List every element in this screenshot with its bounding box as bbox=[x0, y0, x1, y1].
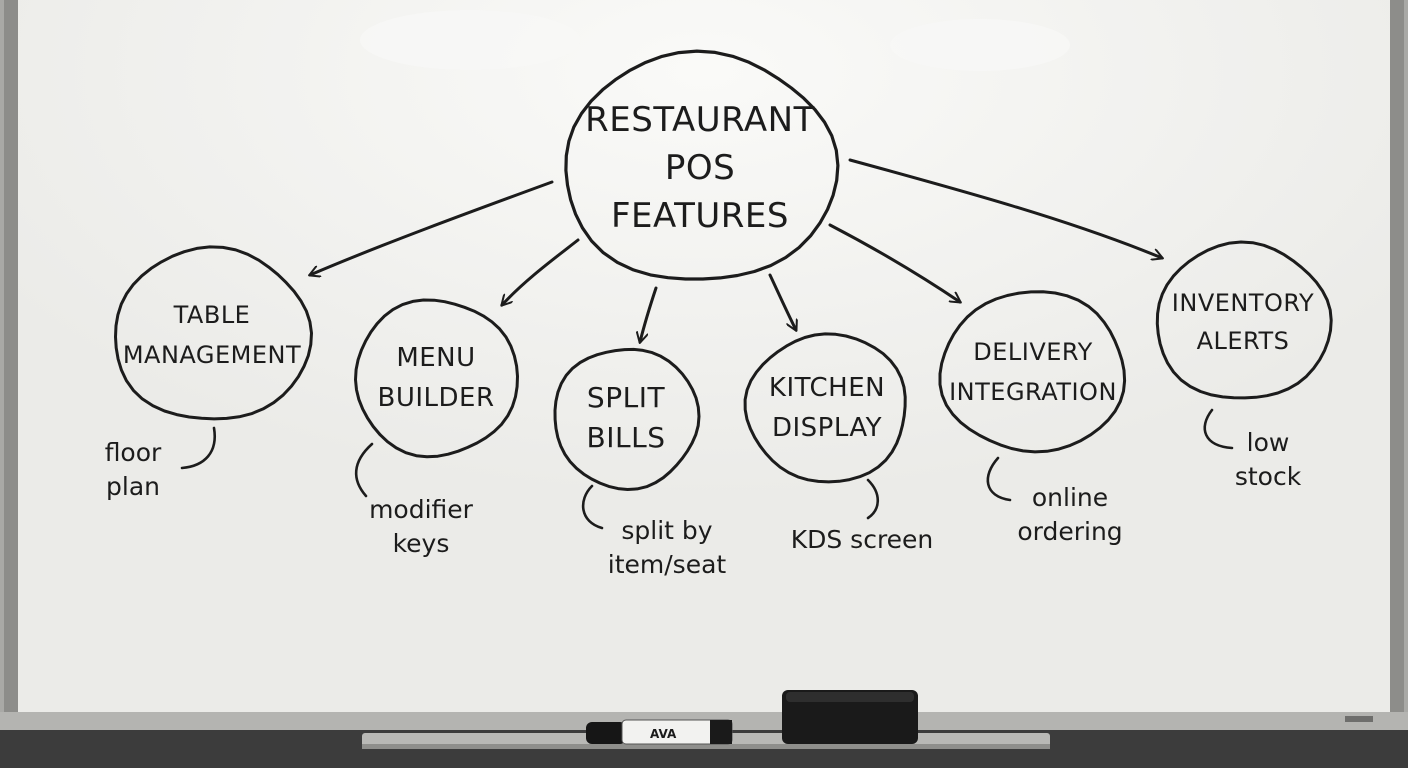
restaurant-pos-features-title: RESTAURANT POS FEATURES bbox=[585, 96, 815, 240]
arrow-to-menu-builder bbox=[502, 238, 580, 305]
split-bills-note-line: split by bbox=[621, 516, 713, 545]
kitchen-display-note-line: KDS screen bbox=[790, 525, 934, 554]
delivery-integration-note: online ordering bbox=[1017, 481, 1122, 549]
inventory-alerts-circle bbox=[1155, 240, 1333, 400]
table-management-note: floor plan bbox=[105, 436, 162, 504]
split-bills-title-line: SPLIT bbox=[586, 381, 666, 414]
table-management-note-line: floor bbox=[104, 438, 162, 467]
arrow-to-delivery-integration bbox=[828, 223, 960, 302]
delivery-integration-title-line: INTEGRATION bbox=[949, 378, 1117, 406]
brand-label bbox=[1345, 716, 1373, 722]
split-bills-title: SPLIT BILLS bbox=[587, 378, 666, 458]
menu-builder-title-line: MENU bbox=[396, 343, 476, 373]
arrow-to-kitchen-display bbox=[768, 273, 796, 330]
split-bills-note-line: item/seat bbox=[607, 550, 727, 579]
delivery-integration-circle bbox=[938, 290, 1127, 454]
inventory-alerts-note-line: low bbox=[1246, 428, 1290, 457]
table-management-title-line: TABLE bbox=[173, 301, 251, 329]
inventory-alerts-note-line: stock bbox=[1234, 462, 1302, 491]
arrow-to-table-management bbox=[310, 180, 554, 275]
table-management-note-connector bbox=[180, 426, 217, 470]
restaurant-pos-features-title-line: FEATURES bbox=[610, 196, 790, 236]
marker-label: AVA bbox=[650, 727, 677, 741]
menu-builder-title-line: BUILDER bbox=[377, 383, 495, 413]
menu-builder-circle bbox=[354, 298, 519, 459]
split-bills-title-line: BILLS bbox=[586, 421, 666, 454]
delivery-integration-title-line: DELIVERY bbox=[973, 338, 1093, 366]
kitchen-display-note-connector bbox=[866, 478, 880, 520]
central-node-circle bbox=[564, 49, 840, 281]
menu-builder-note-line: keys bbox=[392, 529, 450, 558]
kitchen-display-title-line: KITCHEN bbox=[768, 373, 886, 403]
table-management-title: TABLE MANAGEMENT bbox=[123, 295, 301, 375]
inventory-alerts-title: INVENTORY ALERTS bbox=[1172, 284, 1314, 360]
delivery-integration-note-line: ordering bbox=[1017, 517, 1123, 546]
arrow-to-split-bills bbox=[640, 286, 658, 342]
inventory-alerts-title-line: ALERTS bbox=[1196, 327, 1290, 355]
inventory-alerts-note: low stock bbox=[1235, 426, 1301, 494]
delivery-integration-title: DELIVERY INTEGRATION bbox=[949, 332, 1117, 412]
restaurant-pos-features-title-line: RESTAURANT bbox=[585, 100, 815, 140]
kitchen-display-title-line: DISPLAY bbox=[771, 413, 883, 443]
kitchen-display-note: KDS screen bbox=[791, 523, 934, 557]
table-management-note-line: plan bbox=[106, 472, 160, 501]
delivery-integration-note-line: online bbox=[1031, 483, 1109, 512]
delivery-integration-note-connector bbox=[986, 456, 1012, 502]
menu-builder-note-connector bbox=[354, 442, 374, 498]
table-management-title-line: MANAGEMENT bbox=[122, 341, 302, 369]
menu-builder-note: modifier keys bbox=[369, 493, 473, 561]
kitchen-display-title: KITCHEN DISPLAY bbox=[769, 368, 885, 448]
eraser[interactable] bbox=[782, 690, 918, 744]
arrow-to-inventory-alerts bbox=[848, 158, 1162, 258]
kitchen-display-circle bbox=[743, 332, 907, 484]
marker[interactable]: AVA bbox=[586, 719, 733, 745]
table-management-circle bbox=[114, 245, 313, 421]
restaurant-pos-features-title-line: POS bbox=[664, 148, 736, 188]
menu-builder-note-line: modifier bbox=[369, 495, 473, 524]
inventory-alerts-note-connector bbox=[1203, 408, 1234, 450]
split-bills-note: split by item/seat bbox=[608, 514, 726, 582]
board-surface bbox=[18, 0, 1390, 712]
menu-builder-title: MENU BUILDER bbox=[377, 338, 494, 418]
inventory-alerts-title-line: INVENTORY bbox=[1171, 289, 1315, 317]
split-bills-note-connector bbox=[581, 484, 604, 530]
split-bills-circle bbox=[553, 347, 701, 491]
